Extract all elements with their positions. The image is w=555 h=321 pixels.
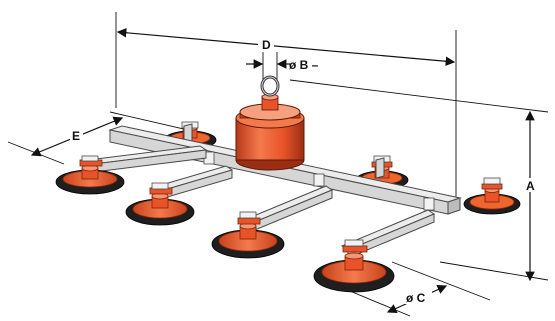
beam-joint-2	[313, 173, 325, 187]
main-beam-end	[447, 197, 461, 215]
dimension-d-line	[116, 27, 456, 67]
dimension-a: A	[289, 79, 549, 282]
dimension-c-label-bg	[404, 290, 432, 304]
dimension-c-extension-right	[391, 261, 491, 301]
dimension-b-label: ø B –	[289, 58, 319, 72]
suction-pad-front-3	[211, 211, 285, 259]
dimension-e-label: E	[72, 129, 80, 143]
dimension-d-label: D	[262, 38, 271, 52]
dimension-d-label-bg	[258, 37, 274, 51]
suction-pad-front-4	[313, 239, 395, 293]
dimension-a-extension-bottom	[439, 261, 549, 281]
dimension-a-extension-top	[289, 79, 549, 113]
dimension-a-label: A	[526, 179, 535, 193]
frame-arm-back-middle	[375, 157, 385, 179]
dimension-c: ø C	[313, 261, 491, 317]
dimension-e-extension-back	[109, 111, 189, 131]
suction-pad-front-2	[125, 182, 195, 226]
dimension-b: ø B –	[246, 52, 319, 88]
dimension-d: D	[115, 12, 457, 200]
suction-pad-front-1	[55, 155, 125, 195]
beam-joint-3	[423, 197, 435, 211]
dimension-a-label-bg	[525, 178, 537, 192]
dimension-e-label-bg	[70, 128, 83, 142]
dimension-c-label: ø C	[406, 291, 426, 305]
vacuum-canister	[235, 75, 305, 171]
dimension-e: E	[7, 111, 189, 165]
suction-pad-back-right	[463, 177, 521, 215]
frame-arm-front-3-side	[249, 189, 333, 233]
